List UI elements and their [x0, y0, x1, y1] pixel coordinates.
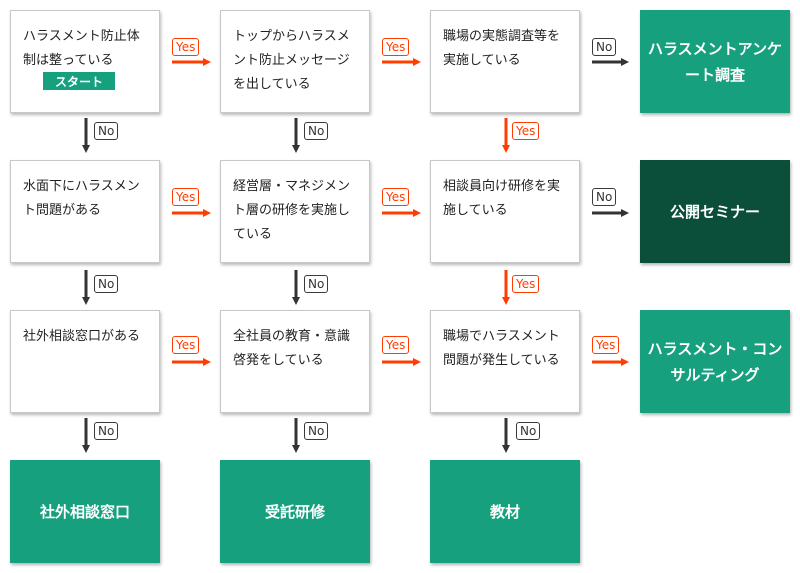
- yes-label-q1-q2: Yes: [172, 38, 200, 56]
- no-label-q4-q7: No: [94, 275, 119, 293]
- yes-label-q4-q5: Yes: [172, 188, 200, 206]
- no-label-q5-q8: No: [304, 275, 329, 293]
- question-q8-text: 全社員の教育・意識啓発をしている: [233, 329, 351, 368]
- no-label-q2-q5: No: [304, 122, 329, 140]
- yes-label-q5-q6: Yes: [382, 188, 410, 206]
- question-q5: 経営層・マネジメント層の研修を実施している: [220, 160, 370, 263]
- result-seminar[interactable]: 公開セミナー: [640, 160, 790, 263]
- yes-label-q9-consulting: Yes: [592, 336, 620, 354]
- question-q4: 水面下にハラスメント問題がある: [10, 160, 160, 263]
- result-survey[interactable]: ハラスメントアンケート調査: [640, 10, 790, 113]
- yes-label-q2-q3: Yes: [382, 38, 410, 56]
- no-label-q8-training: No: [304, 422, 329, 440]
- no-label-q7-counseling: No: [94, 422, 119, 440]
- yes-label-q8-q9: Yes: [382, 336, 410, 354]
- question-q7-text: 社外相談窓口がある: [23, 329, 141, 344]
- start-badge: スタート: [43, 72, 115, 90]
- no-label-q3-survey: No: [592, 38, 617, 56]
- question-q5-text: 経営層・マネジメント層の研修を実施している: [233, 179, 351, 242]
- question-q2-text: トップからハラスメント防止メッセージを出している: [233, 29, 350, 92]
- question-q7: 社外相談窓口がある: [10, 310, 160, 413]
- question-q6-text: 相談員向け研修を実施している: [443, 179, 561, 218]
- no-label-q6-seminar: No: [592, 188, 617, 206]
- question-q1-text: ハラスメント防止体制は整っている: [23, 29, 140, 68]
- question-q9-text: 職場でハラスメント問題が発生している: [443, 329, 560, 368]
- result-consulting[interactable]: ハラスメント・コンサルティング: [640, 310, 790, 413]
- question-q9: 職場でハラスメント問題が発生している: [430, 310, 580, 413]
- no-label-q9-materials: No: [516, 422, 541, 440]
- yes-label-q7-q8: Yes: [172, 336, 200, 354]
- question-q3: 職場の実態調査等を実施している: [430, 10, 580, 113]
- yes-label-q6-q9: Yes: [512, 275, 540, 293]
- question-q6: 相談員向け研修を実施している: [430, 160, 580, 263]
- question-q2: トップからハラスメント防止メッセージを出している: [220, 10, 370, 113]
- question-q1: ハラスメント防止体制は整っている: [10, 10, 160, 113]
- result-counseling[interactable]: 社外相談窓口: [10, 460, 160, 563]
- question-q4-text: 水面下にハラスメント問題がある: [23, 179, 140, 218]
- no-label-q1-q4: No: [94, 122, 119, 140]
- result-training[interactable]: 受託研修: [220, 460, 370, 563]
- result-materials[interactable]: 教材: [430, 460, 580, 563]
- yes-label-q3-q6: Yes: [512, 122, 540, 140]
- question-q8: 全社員の教育・意識啓発をしている: [220, 310, 370, 413]
- question-q3-text: 職場の実態調査等を実施している: [443, 29, 561, 68]
